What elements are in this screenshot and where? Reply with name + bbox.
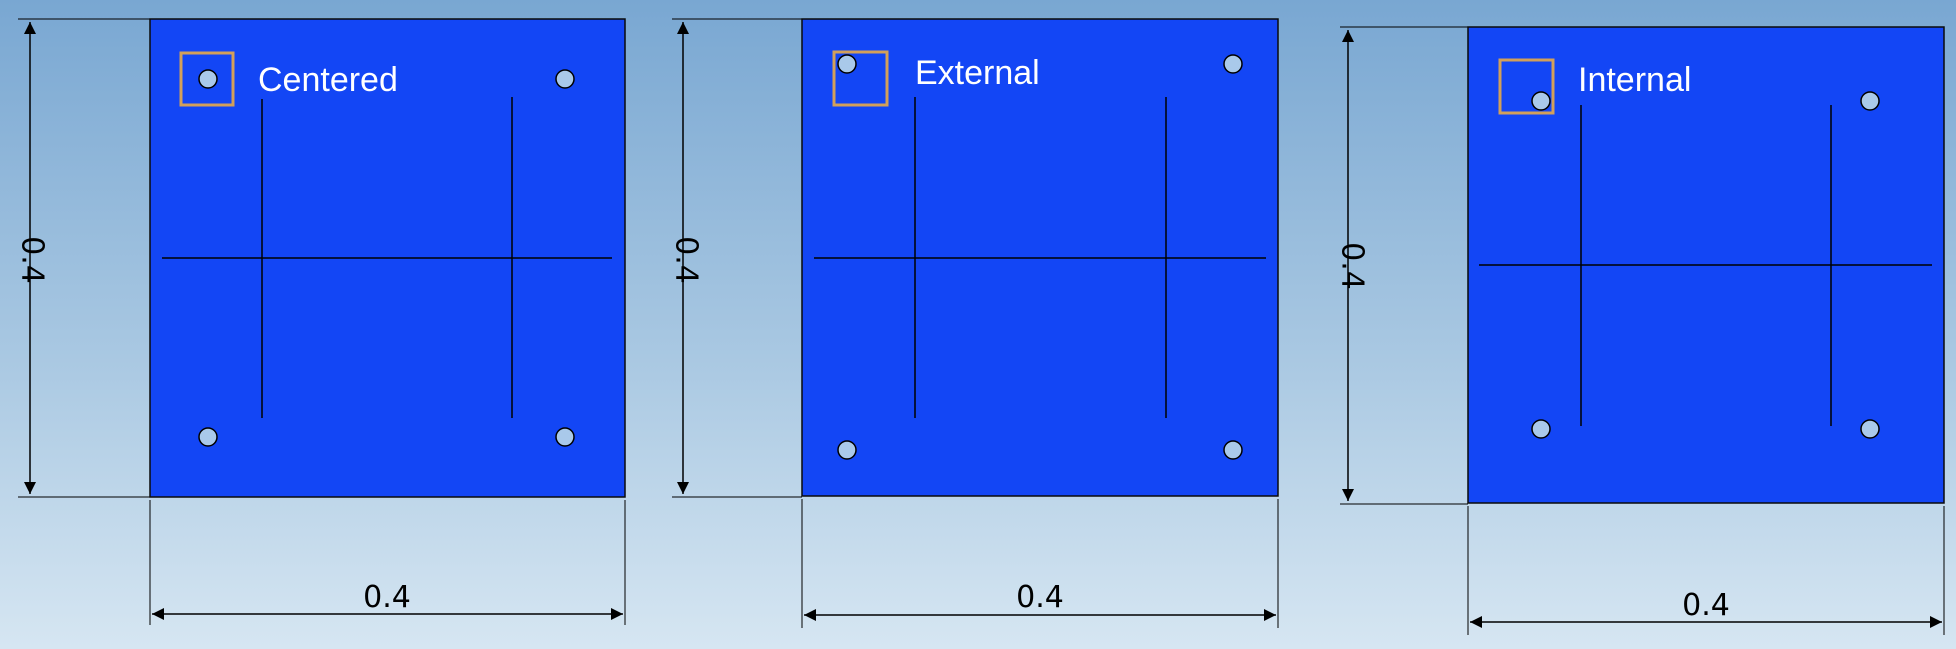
grid-lines (1479, 105, 1932, 426)
circle-icon (1860, 91, 1880, 111)
width-dimension-label: 0.4 (1016, 580, 1064, 615)
circle-icon (198, 427, 218, 447)
width-dimension: 0.4 (149, 500, 626, 625)
width-dimension-label: 0.4 (363, 580, 411, 615)
circle-icon (1223, 440, 1243, 460)
grid-lines (814, 97, 1266, 418)
height-dimension-label: 0.4 (669, 236, 704, 284)
circle-icon (555, 427, 575, 447)
panel-external: 0.4 External 0.4 (669, 18, 1279, 628)
height-dimension: 0.4 (1335, 26, 1468, 505)
circle-icon (837, 54, 857, 74)
height-dimension-label: 0.4 (15, 236, 50, 284)
width-dimension: 0.4 (801, 499, 1279, 628)
circle-icon (1860, 419, 1880, 439)
square-marker-icon (1498, 58, 1555, 115)
grid-lines (162, 97, 612, 418)
panel-title: External (915, 54, 1040, 92)
circle-icon (1223, 54, 1243, 74)
circle-icon (1531, 419, 1551, 439)
height-dimension: 0.4 (15, 18, 150, 498)
circle-icon (198, 69, 218, 89)
panel-title: Centered (258, 61, 398, 99)
panel-title: Internal (1578, 61, 1691, 99)
panel-centered: 0.4 Centered 0.4 (15, 18, 626, 625)
circle-icon (837, 440, 857, 460)
width-dimension: 0.4 (1467, 506, 1945, 635)
height-dimension-label: 0.4 (1335, 242, 1370, 290)
square-marker-icon (179, 51, 235, 107)
circle-icon (1531, 91, 1551, 111)
square-marker-icon (832, 50, 889, 107)
circle-icon (555, 69, 575, 89)
height-dimension: 0.4 (669, 18, 802, 498)
width-dimension-label: 0.4 (1682, 588, 1730, 623)
panel-internal: 0.4 Internal 0.4 (1335, 26, 1945, 635)
